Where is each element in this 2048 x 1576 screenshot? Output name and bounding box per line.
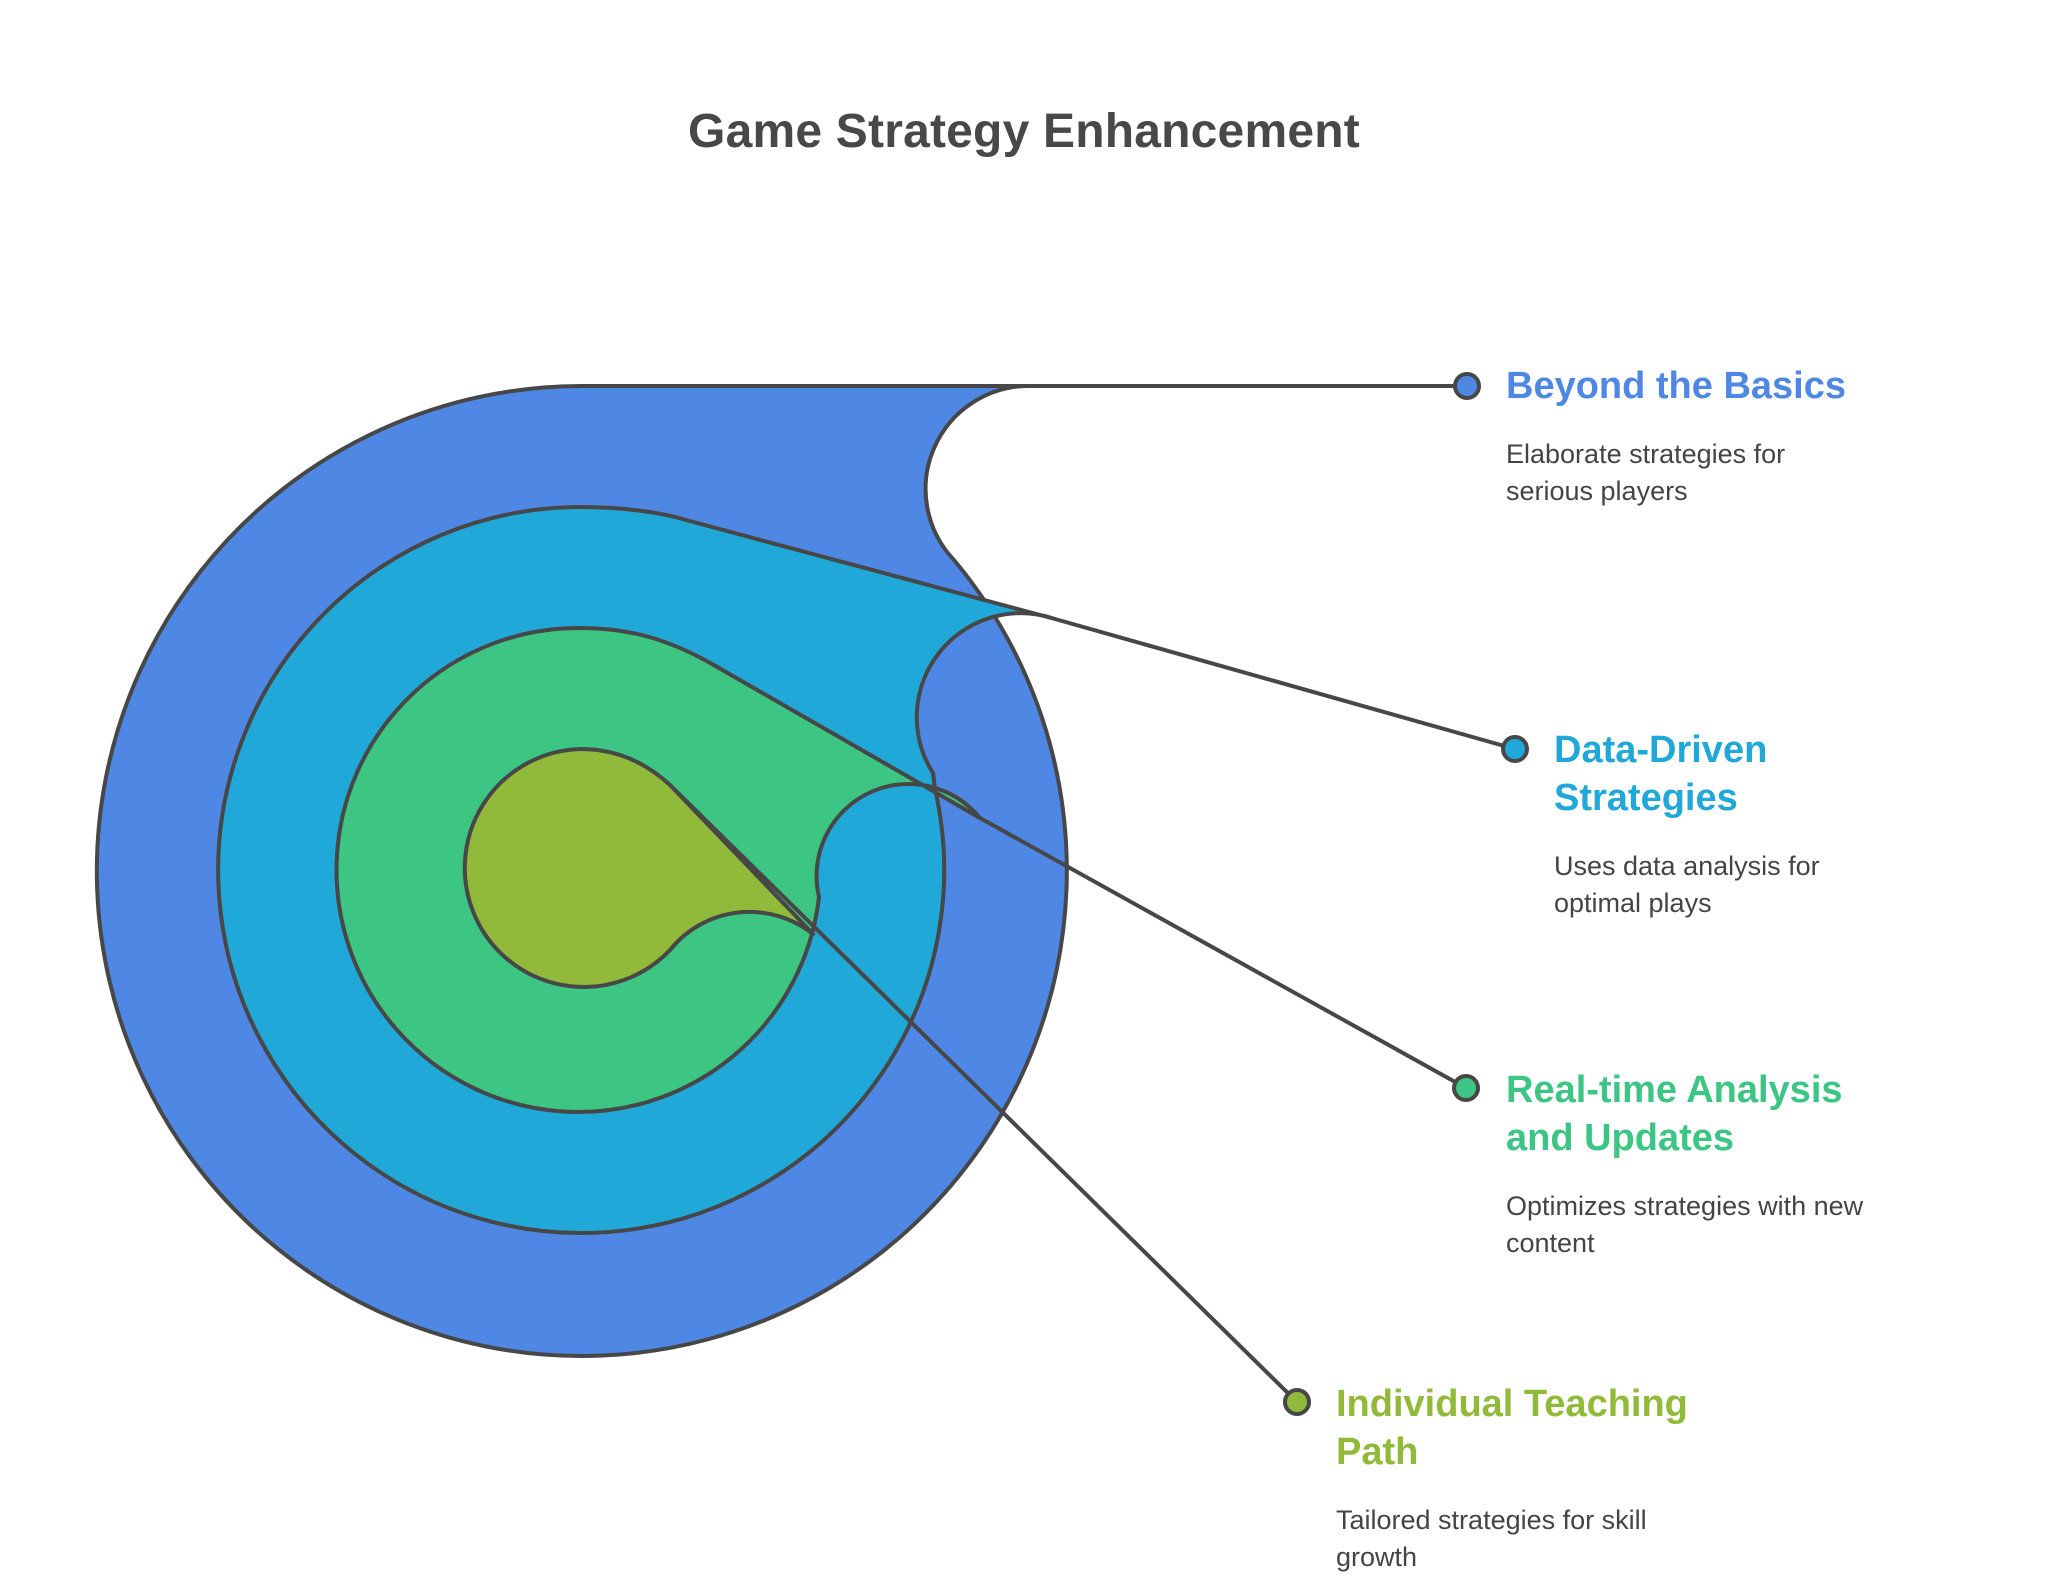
diagram-title: Game Strategy Enhancement [688,105,1360,158]
marker-dot-individual-teaching-path [1283,1388,1311,1416]
marker-dot-data-driven-strategies [1501,735,1529,763]
description-realtime-analysis: Optimizes strategies with new content [1506,1191,1864,1258]
leader-line-individual-teaching-path [668,783,1299,1404]
label-realtime-analysis: Real-time Analysis and Updates Optimizes… [1506,1066,1876,1262]
description-data-driven-strategies: Uses data analysis for optimal plays [1554,851,1820,918]
marker-dot-beyond-the-basics [1453,372,1481,400]
leader-line-data-driven-strategies [1054,617,1516,751]
label-beyond-the-basics: Beyond the Basics Elaborate strategies f… [1506,362,1866,510]
description-beyond-the-basics: Elaborate strategies for serious players [1506,439,1786,506]
heading-realtime-analysis: Real-time Analysis and Updates [1506,1069,1843,1159]
heading-individual-teaching-path: Individual Teaching Path [1336,1383,1688,1473]
label-individual-teaching-path: Individual Teaching Path Tailored strate… [1336,1380,1716,1576]
description-individual-teaching-path: Tailored strategies for skill growth [1336,1505,1647,1572]
layer-individual-teaching-path [462,747,815,989]
leader-line-realtime-analysis [979,816,1467,1090]
marker-dot-realtime-analysis [1452,1074,1480,1102]
heading-data-driven-strategies: Data-Driven Strategies [1554,729,1768,819]
label-data-driven-strategies: Data-Driven Strategies Uses data analysi… [1554,726,1874,922]
heading-beyond-the-basics: Beyond the Basics [1506,365,1846,407]
